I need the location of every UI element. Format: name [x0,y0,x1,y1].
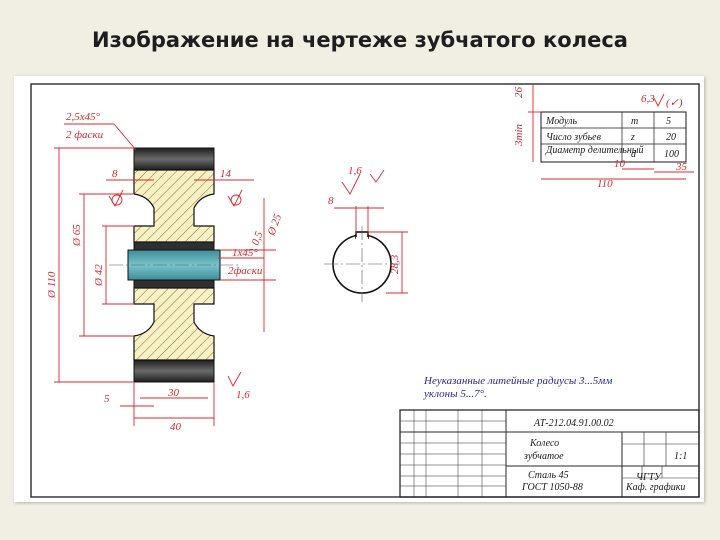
dim-chamfer-hub: 1х45° [232,247,258,259]
roughness-face-value: 1,6 [236,389,250,401]
dim-d25: Ø 25 [265,212,284,238]
note-line-1: Неуказанные литейные радиусы 3...5мм [423,375,612,387]
gear-web-bottom [133,287,215,361]
dim-table-110: 110 [597,178,613,190]
gear-tooth-bottom [133,359,215,383]
dim-front-8: 8 [112,168,118,180]
keyway-side-view: 1,6 8 28,3 [324,165,408,302]
part-name-line1: Колесо [529,438,559,449]
dim-table-3min: 3min [513,124,525,148]
roughness-face-symbol [227,371,242,387]
drawing-sheet: Модуль m 5 Число зубьев z 20 Диаметр дел… [14,76,704,502]
table-param-value: 5 [666,116,671,127]
table-param-name: Диаметр делительный [545,145,644,156]
svg-text:(✓): (✓) [666,97,683,109]
title-block: АТ-212.04.91.00.02 Колесо зубчатое 1:1 С… [399,409,700,498]
note-line-2: уклоны 5...7°. [423,388,487,400]
gear-tooth-top [133,147,215,171]
org-line2: Каф. графики [625,482,685,493]
scale-value: 1:1 [674,451,687,462]
dim-table-26: 26 [513,87,525,99]
table-param-symbol: m [631,116,638,127]
gear-section-view: 2,5х45° 2 фаски 1х45° 2фаски 8 14 Ø 110 … [46,111,284,433]
table-param-value: 20 [666,132,676,143]
side-dim-8: 8 [328,195,334,207]
doc-code: АТ-212.04.91.00.02 [533,418,614,429]
dim-front-30: 30 [167,387,180,399]
gear-drawing: Модуль m 5 Число зубьев z 20 Диаметр дел… [30,83,700,498]
general-roughness-symbol: 6,3 (✓) [641,93,683,109]
table-param-symbol: d [631,149,637,160]
table-param-symbol: z [630,132,635,143]
dim-d42: Ø 42 [93,264,105,287]
table-param-name: Число зубьев [546,132,602,143]
dim-05: 0,5 [250,230,266,247]
side-roughness-symbol [341,173,361,195]
drawing-frame [30,83,700,498]
parameter-table: Модуль m 5 Число зубьев z 20 Диаметр дел… [513,84,694,190]
dim-d65: Ø 65 [71,224,83,247]
dim-d110: Ø 110 [46,271,58,299]
table-param-name: Модуль [545,116,578,127]
dim-table-10: 10 [614,158,626,170]
dim-front-40: 40 [170,421,182,433]
svg-text:6,3: 6,3 [641,93,655,105]
side-dim-283: 28,3 [389,254,401,274]
dim-chamfer-hub-note: 2фаски [228,265,263,277]
dim-table-35: 35 [675,161,688,173]
org-line1: ЧГТУ [636,472,662,483]
dim-front-14: 14 [220,168,232,180]
dim-chamfer-top-note: 2 фаски [66,129,104,141]
side-roughness-value: 1,6 [348,165,362,177]
gear-web-top [133,169,215,243]
part-name-line2: зубчатое [523,451,564,462]
table-param-value: 100 [664,149,679,160]
material-line1: Сталь 45 [528,470,569,481]
dim-front-5: 5 [104,393,110,405]
slide-title: Изображение на чертеже зубчатого колеса [92,28,628,52]
dim-chamfer-top: 2,5х45° [66,111,101,123]
material-line2: ГОСТ 1050-88 [521,482,583,493]
